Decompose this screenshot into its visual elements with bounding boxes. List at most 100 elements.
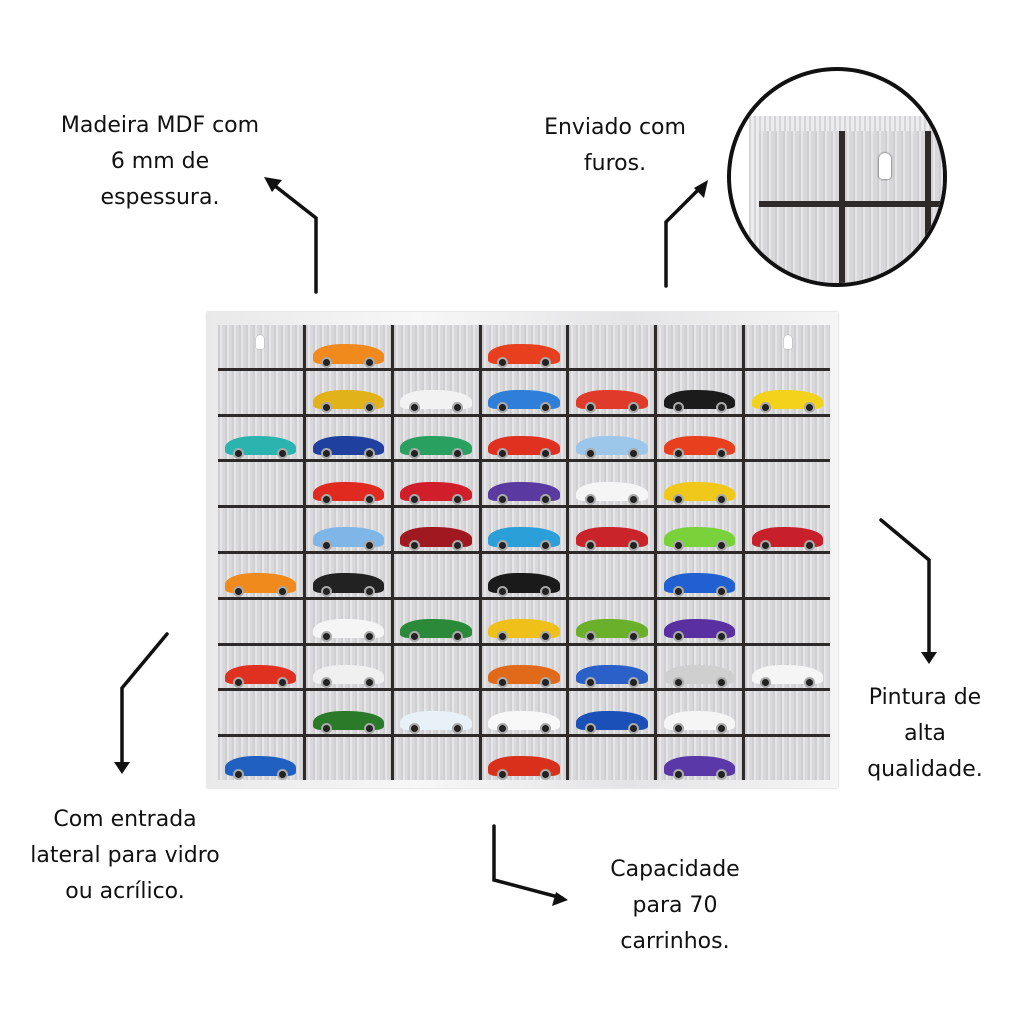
keyhole-icon <box>256 335 265 349</box>
shelf-cell <box>569 416 655 460</box>
shelf-cell <box>393 599 479 643</box>
toy-car <box>400 435 472 460</box>
toy-car <box>400 527 472 552</box>
shelf-cell <box>481 553 567 597</box>
toy-car <box>664 710 736 735</box>
shelf-cell <box>218 325 303 368</box>
toy-car <box>576 435 648 460</box>
toy-car <box>312 390 384 414</box>
shelf-cell <box>657 599 743 643</box>
toy-car <box>400 390 472 414</box>
inset-grid <box>759 131 943 283</box>
shelf-cell <box>745 737 830 780</box>
toy-car <box>664 390 736 414</box>
toy-car <box>488 481 560 506</box>
car-display-shelf <box>207 312 838 788</box>
toy-car <box>488 390 560 414</box>
shelf-cell <box>218 599 303 643</box>
shelf-cell <box>569 645 655 689</box>
shelf-cell <box>481 691 567 735</box>
shelf-cell <box>481 462 567 506</box>
arrow-paint <box>879 518 931 657</box>
toy-car <box>224 756 297 781</box>
shelf-cell <box>305 325 391 368</box>
toy-car <box>664 573 736 597</box>
annotation-side-entry: Com entrada lateral para vidro ou acríli… <box>30 807 220 904</box>
shelf-cell <box>569 691 655 735</box>
toy-car <box>751 390 824 414</box>
shelf-cell <box>657 325 743 368</box>
toy-car <box>312 710 384 735</box>
toy-car <box>224 664 297 689</box>
shelf-cell <box>218 737 303 781</box>
shelf-cell <box>218 462 303 506</box>
toy-car <box>488 664 560 689</box>
shelf-cell <box>393 416 479 460</box>
shelf-cell <box>218 508 303 551</box>
arrow-mdf <box>268 180 318 294</box>
toy-car <box>576 481 648 506</box>
annotation-paint: Pintura de alta qualidade. <box>867 685 983 782</box>
toy-car <box>312 344 384 368</box>
toy-car <box>751 527 824 552</box>
toy-car <box>224 573 297 597</box>
shelf-cell <box>393 508 479 552</box>
shelf-cell <box>657 737 743 781</box>
toy-car <box>576 710 648 735</box>
toy-car <box>312 527 384 552</box>
shelf-cell <box>745 416 830 460</box>
shelf-cell <box>569 737 655 780</box>
arrow-holes <box>664 184 704 288</box>
shelf-cell <box>745 325 830 368</box>
wall-hole-detail-inset <box>727 67 947 287</box>
arrow-capacity <box>492 824 564 900</box>
shelf-cell <box>569 599 655 643</box>
toy-car <box>488 573 560 597</box>
annotation-holes: Enviado com furos. <box>544 115 686 176</box>
toy-car <box>488 527 560 552</box>
toy-car <box>751 664 824 689</box>
toy-car <box>488 756 560 781</box>
shelf-cell <box>218 691 303 735</box>
toy-car <box>664 664 736 689</box>
toy-car <box>400 481 472 506</box>
toy-car <box>664 619 736 643</box>
shelf-cell <box>657 462 743 506</box>
shelf-cell <box>305 416 391 460</box>
shelf-cell <box>393 691 479 735</box>
shelf-cell <box>393 737 479 780</box>
shelf-cell <box>393 325 479 368</box>
toy-car <box>312 664 384 689</box>
shelf-cell <box>745 370 830 414</box>
shelf-cell <box>569 462 655 506</box>
shelf-cell <box>393 462 479 506</box>
shelf-cell <box>657 370 743 414</box>
shelf-cell <box>481 737 567 781</box>
toy-car <box>224 435 297 460</box>
shelf-cell <box>305 645 391 689</box>
toy-car <box>664 481 736 506</box>
toy-car <box>664 527 736 552</box>
shelf-cell <box>393 370 479 414</box>
shelf-cell <box>481 416 567 460</box>
shelf-cell <box>305 370 391 414</box>
shelf-cell <box>569 553 655 597</box>
shelf-cell <box>481 508 567 552</box>
shelf-cell <box>657 691 743 735</box>
annotation-capacity: Capacidade para 70 carrinhos. <box>610 857 740 954</box>
toy-car <box>664 756 736 781</box>
shelf-cell <box>745 553 830 597</box>
shelf-cell <box>745 645 830 689</box>
shelf-cell <box>481 370 567 414</box>
shelf-cell <box>305 508 391 552</box>
shelf-cell <box>218 553 303 597</box>
toy-car <box>576 664 648 689</box>
keyhole-icon <box>879 153 891 179</box>
shelf-cell <box>569 370 655 414</box>
arrow-side-entry <box>120 632 169 767</box>
toy-car <box>576 390 648 414</box>
shelf-cell <box>481 645 567 689</box>
keyhole-icon <box>783 335 792 349</box>
toy-car <box>312 619 384 643</box>
